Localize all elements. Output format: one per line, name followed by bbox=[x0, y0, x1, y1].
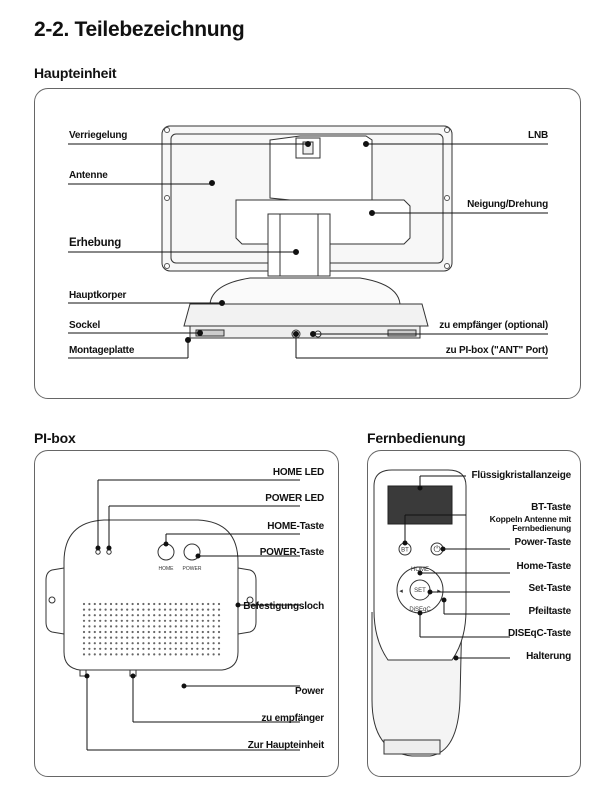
remote-power-icon: ⏻ bbox=[433, 544, 440, 554]
label-to-pi-box: zu PI-box ("ANT" Port) bbox=[445, 345, 548, 356]
label-diseqc-button: DISEqC-Taste bbox=[508, 628, 571, 639]
remote-bt-caption: BT bbox=[401, 548, 409, 554]
label-power-led: POWER LED bbox=[265, 493, 324, 504]
remote-diseqc-caption: DiSEqC bbox=[409, 607, 431, 613]
label-elevation: Erhebung bbox=[69, 237, 122, 249]
label-antenna: Antenne bbox=[69, 170, 108, 181]
label-set-button: Set-Taste bbox=[528, 583, 572, 594]
remote-home-caption: HOME bbox=[411, 567, 429, 573]
label-mounting-plate: Montageplatte bbox=[69, 345, 135, 356]
label-power: Power bbox=[294, 686, 324, 697]
label-to-receiver: zu empfänger bbox=[261, 713, 324, 724]
speaker-grille bbox=[82, 602, 221, 656]
label-bt-subtext-2: Fernbedienung bbox=[512, 523, 571, 533]
label-base: Sockel bbox=[69, 320, 101, 331]
label-tilt-rotation: Neigung/Drehung bbox=[467, 199, 548, 210]
label-lock: Verriegelung bbox=[69, 130, 128, 141]
section-title-pi-box: PI-box bbox=[34, 430, 76, 446]
label-home-button: HOME-Taste bbox=[267, 521, 324, 532]
pi-power-caption: POWER bbox=[183, 566, 202, 572]
label-main-body: Hauptkorper bbox=[69, 290, 127, 301]
label-lnb: LNB bbox=[528, 130, 548, 141]
label-bt-button: BT-Taste bbox=[531, 502, 571, 513]
label-power-button: POWER-Taste bbox=[259, 547, 324, 558]
remote-set-caption: SET bbox=[414, 588, 426, 594]
label-home-led: HOME LED bbox=[272, 467, 324, 478]
pi-home-caption: HOME bbox=[159, 566, 175, 572]
label-remote-home-button: Home-Taste bbox=[516, 561, 572, 572]
label-arrow-button: Pfeiltaste bbox=[528, 606, 572, 617]
label-lcd: Flüssigkristallanzeige bbox=[471, 470, 571, 481]
arrow-left-icon: ◂ bbox=[399, 588, 403, 595]
label-to-main-unit: Zur Haupteinheit bbox=[247, 740, 324, 751]
label-remote-power-button: Power-Taste bbox=[514, 537, 571, 548]
label-holder: Halterung bbox=[526, 651, 571, 662]
label-mounting-hole: Befestigungsloch bbox=[243, 601, 324, 612]
label-to-receiver-optional: zu empfänger (optional) bbox=[439, 320, 548, 331]
page-title: 2-2. Teilebezeichnung bbox=[34, 18, 245, 41]
section-title-remote: Fernbedienung bbox=[367, 430, 466, 446]
label-bt-subtext-1: Koppeln Antenne mit bbox=[489, 514, 572, 524]
section-title-main-unit: Haupteinheit bbox=[34, 65, 117, 81]
